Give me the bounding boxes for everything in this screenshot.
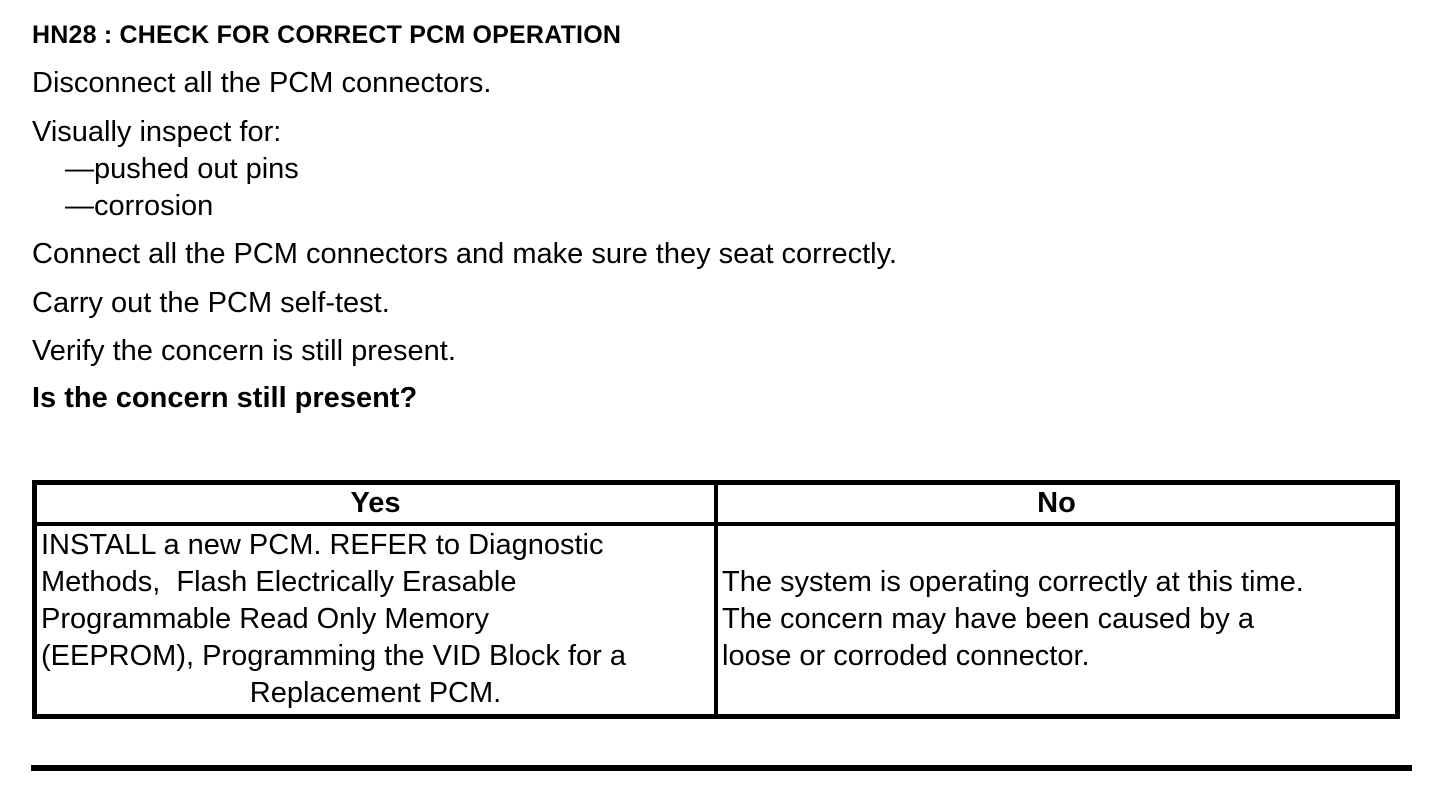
yes-text-line-centered: Replacement PCM. <box>249 677 502 709</box>
yes-text-line: Programmable Read Only Memory <box>41 603 490 635</box>
step-self-test: Carry out the PCM self-test. <box>32 287 390 319</box>
yes-no-table-body: INSTALL a new PCM. REFER to Diagnostic M… <box>32 522 1400 719</box>
step-disconnect: Disconnect all the PCM connectors. <box>32 67 492 99</box>
table-header-row: Yes No <box>32 480 1400 526</box>
yes-text-line: INSTALL a new PCM. REFER to Diagnostic <box>41 529 604 561</box>
bottom-horizontal-rule <box>31 765 1412 771</box>
yes-no-table: Yes No INSTALL a new PCM. REFER to Diagn… <box>32 480 1400 719</box>
yes-no-table-header: Yes No <box>32 480 1400 526</box>
no-text-line: The system is operating correctly at thi… <box>722 566 1304 598</box>
inspect-item-corrosion: —corrosion <box>65 190 214 222</box>
yes-text-line: Methods, Flash Electrically Erasable <box>41 566 517 598</box>
step-connect: Connect all the PCM connectors and make … <box>32 238 898 270</box>
inspect-list: —pushed out pins —corrosion <box>32 151 1456 225</box>
no-action-cell: The system is operating correctly at thi… <box>714 522 1400 719</box>
table-body-row: INSTALL a new PCM. REFER to Diagnostic M… <box>32 522 1400 719</box>
step-inspect-intro: Visually inspect for: <box>32 116 282 148</box>
yes-action-cell: INSTALL a new PCM. REFER to Diagnostic M… <box>32 522 718 719</box>
yes-text-line: (EEPROM), Programming the VID Block for … <box>41 640 626 672</box>
inspect-item-pins: —pushed out pins <box>65 153 299 185</box>
no-text-line: loose or corroded connector. <box>722 640 1090 672</box>
yes-header-cell: Yes <box>32 480 718 526</box>
no-text-line: The concern may have been caused by a <box>722 603 1254 635</box>
pinpoint-test-heading: HN28 : CHECK FOR CORRECT PCM OPERATION <box>32 21 622 49</box>
step-verify: Verify the concern is still present. <box>32 335 456 367</box>
decision-question: Is the concern still present? <box>32 382 418 414</box>
no-header-cell: No <box>714 480 1400 526</box>
